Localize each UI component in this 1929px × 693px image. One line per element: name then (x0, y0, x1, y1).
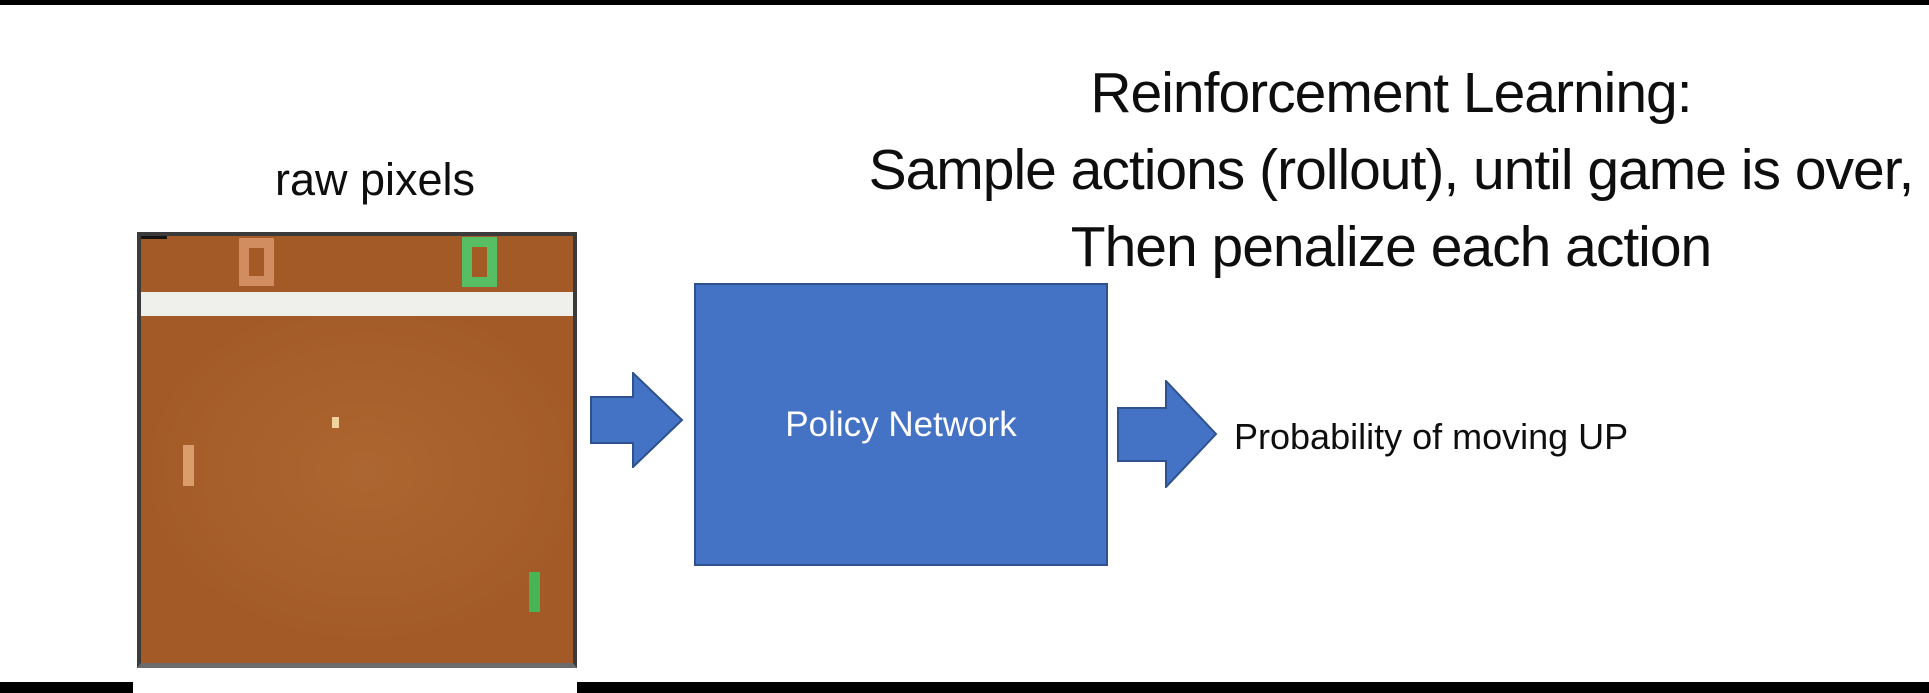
flow-arrow-left-icon (590, 372, 684, 468)
title-line-2: Sample actions (rollout), until game is … (868, 138, 1915, 202)
right-score-zero (462, 237, 497, 287)
title-line-3: Then penalize each action (1070, 215, 1712, 279)
probability-output-label: Probability of moving UP (1234, 416, 1629, 457)
top-border-line (0, 0, 1929, 5)
pong-ball (332, 417, 339, 428)
right-paddle (529, 572, 540, 612)
left-paddle (183, 445, 194, 486)
policy-network-label: Policy Network (785, 404, 1017, 444)
pong-game-screenshot (137, 232, 577, 668)
bottom-bar-right (577, 682, 1929, 693)
title-line-1: Reinforcement Learning: (1090, 61, 1692, 125)
white-band (141, 292, 573, 316)
bottom-bar-left (0, 682, 133, 693)
raw-pixels-label: raw pixels (274, 154, 476, 205)
screen-corner-dash (141, 236, 167, 239)
slide-title: Reinforcement Learning: Sample actions (… (841, 55, 1929, 286)
policy-network-box: Policy Network (694, 283, 1108, 566)
left-score-zero (239, 238, 274, 286)
flow-arrow-right-icon (1117, 380, 1218, 488)
